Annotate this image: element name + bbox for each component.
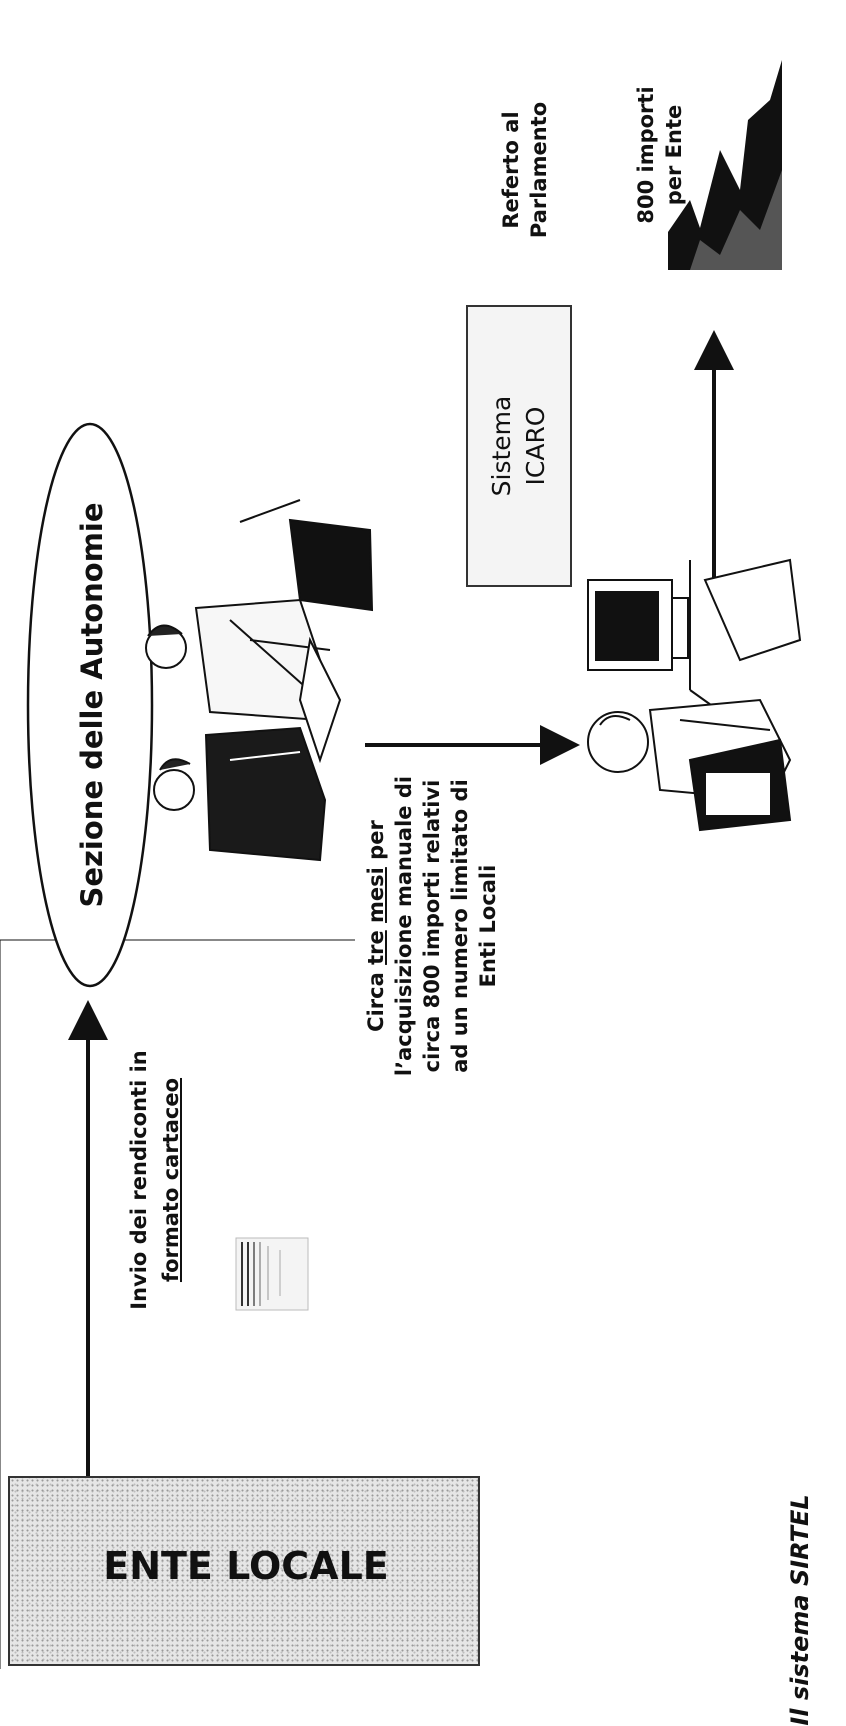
- importi-line1: 800 importi: [634, 86, 658, 224]
- sezione-text: Sezione delle Autonomie: [75, 502, 109, 908]
- referto-line1: Referto al: [499, 111, 523, 229]
- circa-line1: Circa tre mesi per: [364, 820, 388, 1032]
- circa-line5: Enti Locali: [476, 864, 500, 988]
- computer-operator-illustration: [587, 558, 802, 832]
- icaro-box: [466, 305, 572, 587]
- ente-locale-label: ENTE LOCALE: [103, 1544, 389, 1588]
- ente-locale-text: ENTE LOCALE: [103, 1544, 389, 1588]
- invio-line1: Invio dei rendiconti in: [127, 1050, 151, 1310]
- importi-line2: per Ente: [662, 104, 686, 206]
- icaro-line2: ICARO: [521, 406, 550, 486]
- circa-line3: circa 800 importi relativi: [420, 779, 444, 1073]
- circa-line2: l’acquisizione manuale di: [392, 775, 416, 1077]
- footer-label: Il sistema SIRTEL: [786, 1494, 814, 1726]
- sezione-ellipse: [26, 422, 154, 988]
- referto-line2: Parlamento: [527, 101, 551, 239]
- circa-line4: ad un numero limitato di: [448, 779, 472, 1073]
- icaro-label: Sistema ICARO: [485, 396, 553, 497]
- circa-text: Circa tre mesi per l’acquisizione manual…: [362, 776, 502, 1076]
- sezione-label: Sezione delle Autonomie: [75, 502, 109, 907]
- referto-text: Referto al Parlamento: [497, 102, 553, 238]
- footer-text: Il sistema SIRTEL: [786, 1494, 814, 1725]
- icaro-line1: Sistema: [487, 395, 516, 497]
- meeting-illustration: [145, 499, 374, 862]
- invio-text: Invio dei rendiconti in formato cartaceo: [123, 1050, 187, 1309]
- mountain-chart-icon: [664, 42, 782, 274]
- invio-line2: formato cartaceo: [159, 1077, 183, 1283]
- paper-stack-icon: [235, 1237, 309, 1311]
- importi-text: 800 importi per Ente: [632, 86, 688, 223]
- ente-locale-box: [8, 1476, 480, 1666]
